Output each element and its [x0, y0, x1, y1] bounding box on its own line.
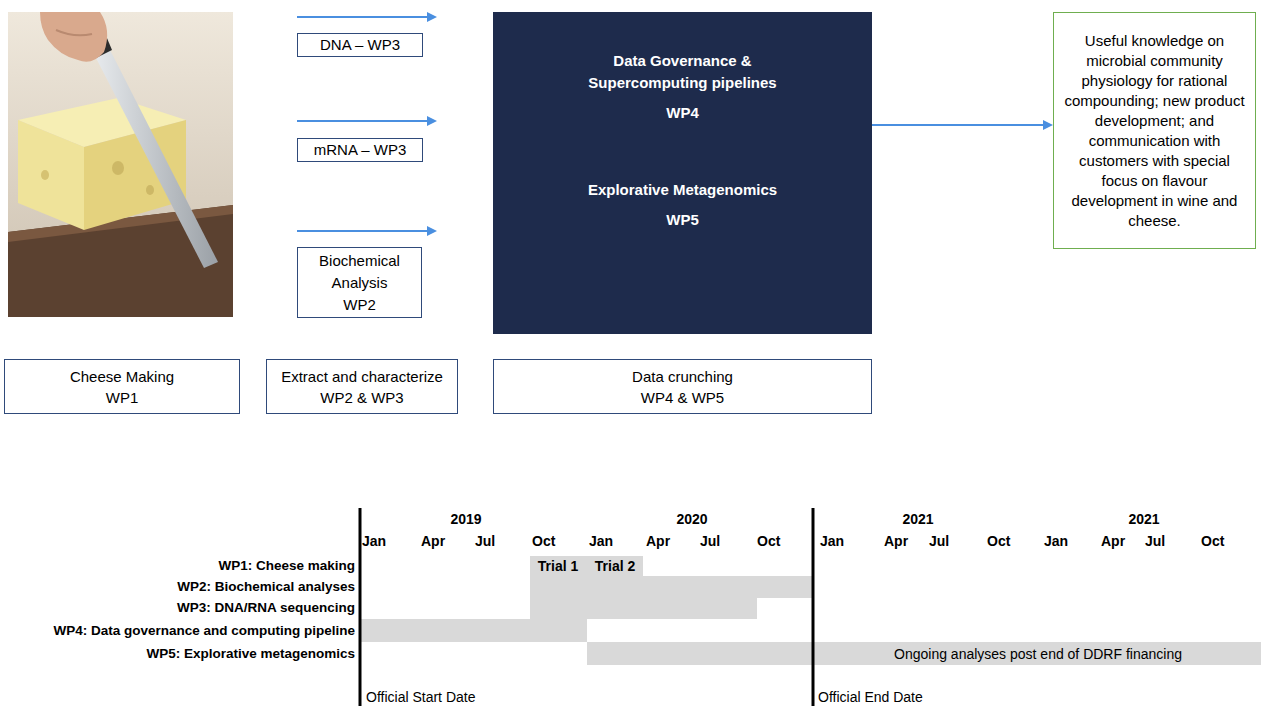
gantt-bar [360, 619, 587, 642]
box-heading: Cheese Making [70, 366, 174, 387]
box-text: WP2 & WP3 [320, 387, 403, 408]
gantt-bar [530, 576, 813, 598]
month-label: Jan [820, 533, 844, 549]
data-stream-box: mRNA – WP3 [297, 138, 423, 162]
row-label: WP3: DNA/RNA sequencing [177, 600, 355, 616]
knife-blade [96, 50, 218, 268]
box-heading: mRNA – WP3 [314, 140, 407, 160]
month-label: Jan [1044, 533, 1068, 549]
arrow-head [427, 116, 437, 126]
stage-box: Data crunchingWP4 & WP5 [493, 359, 872, 414]
hand [40, 12, 107, 62]
cheese-hole [112, 161, 124, 175]
stage-box: Cheese MakingWP1 [4, 359, 240, 414]
connector-line [872, 124, 1044, 126]
bar-label: Trial 2 [595, 558, 635, 574]
box-text: WP4 [666, 102, 699, 124]
arrow-head [427, 226, 437, 236]
arrow-head [1043, 120, 1053, 130]
month-label: Jan [362, 533, 386, 549]
outcome-box: Useful knowledge on microbial community … [1053, 12, 1256, 249]
box-text: WP4 & WP5 [641, 387, 724, 408]
cheese-hole [146, 185, 154, 195]
arrow-head [427, 12, 437, 22]
box-heading: Useful knowledge on microbial community … [1060, 31, 1249, 231]
row-label: WP1: Cheese making [218, 558, 355, 574]
year-label: 2019 [450, 511, 481, 527]
box-heading: Extract and characterize [281, 366, 443, 387]
analysis-panel: Data Governance & Supercomputing pipelin… [493, 12, 872, 334]
month-label: Apr [421, 533, 445, 549]
gantt-bar [587, 642, 1261, 665]
date-label: Official End Date [818, 689, 923, 705]
gantt-bar [530, 556, 643, 577]
input-arrow [297, 230, 428, 232]
box-heading: Biochemical Analysis [302, 250, 417, 294]
box-text: WP2 [343, 294, 376, 316]
input-arrow [297, 16, 428, 18]
month-label: Jul [1145, 533, 1165, 549]
data-stream-box: Biochemical AnalysisWP2 [297, 247, 422, 318]
end-date-line [812, 508, 815, 706]
box-text: Explorative Metagenomics [588, 179, 777, 201]
month-label: Jul [475, 533, 495, 549]
month-label: Oct [1201, 533, 1224, 549]
box-heading: Data crunching [632, 366, 733, 387]
cheese-hole [41, 170, 49, 180]
photo-background [8, 12, 233, 317]
input-arrow [297, 120, 428, 122]
row-label: WP2: Biochemical analyses [177, 579, 355, 595]
year-label: 2021 [1128, 511, 1159, 527]
start-date-line [359, 508, 362, 706]
box-heading: DNA – WP3 [320, 35, 400, 55]
date-label: Official Start Date [366, 689, 475, 705]
year-label: 2021 [902, 511, 933, 527]
cheese-front [18, 120, 84, 230]
cutting-board [8, 205, 233, 317]
flow-arrow [872, 120, 1053, 130]
box-heading: Data Governance & Supercomputing pipelin… [563, 50, 803, 94]
month-label: Jan [589, 533, 613, 549]
box-text: WP1 [106, 387, 139, 408]
box-text: WP5 [666, 209, 699, 231]
row-label: WP5: Explorative metagenomics [146, 646, 355, 662]
year-label: 2020 [676, 511, 707, 527]
month-label: Oct [987, 533, 1010, 549]
month-label: Apr [1101, 533, 1125, 549]
data-stream-box: DNA – WP3 [297, 33, 423, 57]
row-label: WP4: Data governance and computing pipel… [53, 623, 355, 639]
month-label: Apr [646, 533, 670, 549]
month-label: Oct [532, 533, 555, 549]
month-label: Apr [884, 533, 908, 549]
stage-box: Extract and characterizeWP2 & WP3 [266, 359, 458, 414]
bar-label: Ongoing analyses post end of DDRF financ… [894, 646, 1182, 662]
gantt-bar [530, 597, 757, 619]
month-label: Oct [757, 533, 780, 549]
hand-detail [56, 30, 92, 35]
month-label: Jul [929, 533, 949, 549]
month-label: Jul [700, 533, 720, 549]
bar-label: Trial 1 [538, 558, 578, 574]
